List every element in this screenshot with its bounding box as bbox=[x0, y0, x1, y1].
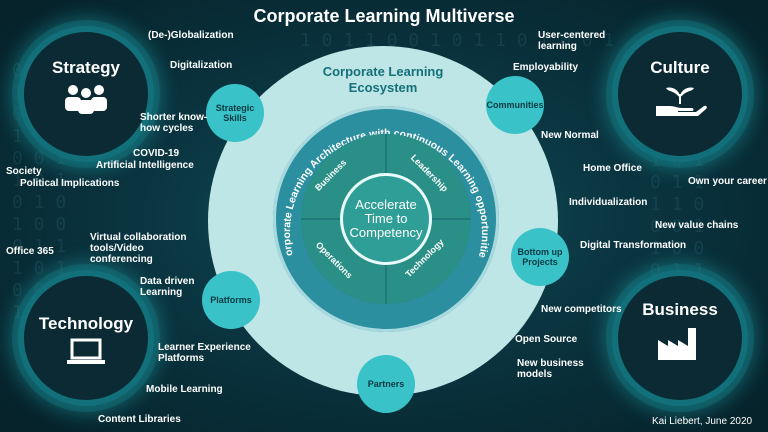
node-bottomup-line1: Bottom up bbox=[517, 247, 563, 257]
label-mobile-learning: Mobile Learning bbox=[146, 384, 223, 395]
label-content-libraries: Content Libraries bbox=[98, 414, 181, 425]
pillar-business: Business bbox=[618, 276, 742, 400]
label-new-business-models: New business models bbox=[517, 358, 584, 380]
node-strategic-line1: Strategic bbox=[215, 103, 255, 113]
label-shorter-line2: how cycles bbox=[140, 123, 194, 134]
label-virtual-line3: conferencing bbox=[90, 254, 153, 265]
pillar-strategy-label: Strategy bbox=[51, 58, 121, 77]
label-office365: Office 365 bbox=[6, 246, 54, 257]
node-platforms-label: Platforms bbox=[210, 295, 252, 305]
node-strategic-skills: Strategic Skills bbox=[206, 84, 264, 142]
label-lxp-line2: Platforms bbox=[158, 353, 205, 364]
factory-icon bbox=[658, 328, 696, 360]
node-communities-label: Communities bbox=[486, 100, 544, 110]
label-lxp: Learner Experience Platforms bbox=[158, 342, 251, 364]
credit-text: Kai Liebert, June 2020 bbox=[652, 416, 753, 427]
label-datadriven-line1: Data driven bbox=[140, 276, 195, 287]
node-communities: Communities bbox=[486, 76, 544, 134]
label-virtual-collaboration: Virtual collaboration tools/Video confer… bbox=[90, 232, 187, 265]
pillar-business-label: Business bbox=[642, 300, 718, 319]
label-usercentered-line2: learning bbox=[538, 41, 577, 52]
pillar-culture-label: Culture bbox=[650, 58, 710, 77]
label-datadriven-line2: Learning bbox=[140, 287, 183, 298]
pillar-technology: Technology bbox=[24, 276, 148, 400]
label-virtual-line2: tools/Video bbox=[90, 243, 144, 254]
label-usercentered-line1: User-centered bbox=[538, 30, 606, 41]
pillar-strategy: Strategy bbox=[24, 32, 148, 156]
node-partners-label: Partners bbox=[367, 379, 405, 389]
diagram-title: Corporate Learning Multiverse bbox=[253, 6, 515, 26]
label-virtual-line1: Virtual collaboration bbox=[90, 232, 187, 243]
label-shorter-knowhow: Shorter know- how cycles bbox=[140, 112, 207, 134]
label-open-source: Open Source bbox=[515, 334, 578, 345]
node-platforms: Platforms bbox=[202, 271, 260, 329]
label-shorter-line1: Shorter know- bbox=[140, 112, 208, 123]
label-home-office: Home Office bbox=[583, 163, 642, 174]
center-line3: Competency bbox=[349, 225, 423, 240]
label-covid: COVID-19 bbox=[133, 148, 180, 159]
label-political-implications: Political Implications bbox=[20, 178, 120, 189]
label-lxp-line1: Learner Experience bbox=[158, 342, 251, 353]
label-bizmodels-line1: New business bbox=[517, 358, 584, 369]
pillar-culture: Culture bbox=[618, 32, 742, 156]
center-accelerate: Accelerate Time to Competency bbox=[343, 176, 429, 262]
center-line1: Accelerate bbox=[355, 197, 417, 212]
ecosystem-title: Corporate Learning Ecosystem bbox=[283, 64, 483, 96]
pillar-technology-label: Technology bbox=[38, 314, 134, 333]
ecosystem-title-line1: Corporate Learning bbox=[322, 64, 444, 79]
label-own-your-career: Own your career bbox=[688, 176, 767, 187]
hand-with-plant-icon bbox=[656, 87, 707, 116]
label-deglobalization: (De-)Globalization bbox=[148, 30, 234, 41]
node-partners: Partners bbox=[357, 355, 415, 413]
node-bottom-up-projects: Bottom up Projects bbox=[511, 228, 569, 286]
ecosystem-title-line2: Ecosystem bbox=[348, 80, 418, 95]
label-digital-transformation: Digital Transformation bbox=[580, 240, 687, 251]
label-user-centered: User-centered learning bbox=[538, 30, 605, 52]
label-ai: Artificial Intelligence bbox=[96, 160, 194, 171]
laptop-icon bbox=[67, 338, 105, 364]
label-digitalization: Digitalization bbox=[170, 60, 233, 71]
label-employability: Employability bbox=[513, 62, 579, 73]
label-new-value-chains: New value chains bbox=[655, 220, 739, 231]
node-strategic-line2: Skills bbox=[223, 113, 247, 123]
center-line2: Time to bbox=[364, 211, 408, 226]
label-society: Society bbox=[6, 166, 42, 177]
node-bottomup-line2: Projects bbox=[522, 257, 558, 267]
label-bizmodels-line2: models bbox=[517, 369, 553, 380]
label-data-driven-learning: Data driven Learning bbox=[140, 276, 194, 298]
label-new-normal: New Normal bbox=[541, 130, 599, 141]
people-group-icon bbox=[65, 85, 107, 114]
label-individualization: Individualization bbox=[569, 197, 648, 208]
label-new-competitors: New competitors bbox=[541, 304, 622, 315]
